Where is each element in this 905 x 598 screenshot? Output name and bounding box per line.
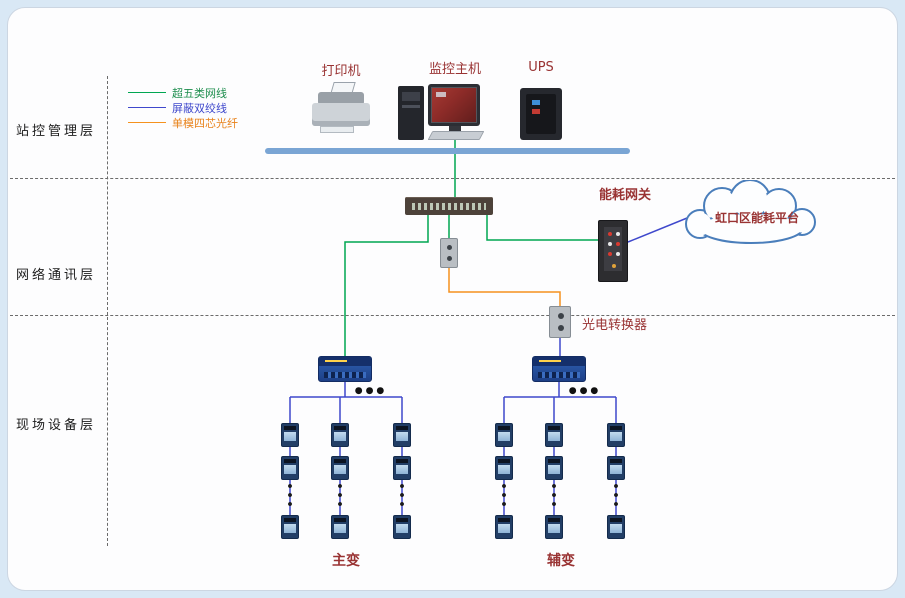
host-tower <box>398 86 424 140</box>
power-meter <box>331 423 349 447</box>
more-devices-dots <box>502 484 506 510</box>
host-monitor <box>428 84 480 126</box>
wire-switch-to-gateway <box>486 215 598 241</box>
more-devices-dots <box>400 484 404 510</box>
power-meter <box>393 515 411 539</box>
power-meter <box>495 456 513 480</box>
power-meter <box>607 456 625 480</box>
ups-label: UPS <box>528 60 554 75</box>
layer-label-station: 站控管理层 <box>16 124 97 139</box>
network-switch <box>405 197 493 215</box>
legend-fiber-label: 单模四芯光纤 <box>172 117 238 130</box>
more-columns-dots-left: ●●● <box>354 386 388 396</box>
power-meter <box>393 423 411 447</box>
cloud-platform-label: 虹口区能耗平台 <box>714 211 799 225</box>
legend-stp-swatch <box>128 107 166 108</box>
more-devices-dots <box>338 484 342 510</box>
power-meter <box>545 456 563 480</box>
legend-cat5e-swatch <box>128 92 166 93</box>
power-meter <box>495 515 513 539</box>
gateway-leds <box>608 232 612 236</box>
legend-fiber-swatch <box>128 122 166 123</box>
wire-switch-to-left-collector <box>344 215 429 356</box>
layer-label-network: 网络通讯层 <box>16 268 97 283</box>
ups-device <box>520 88 562 140</box>
wire-gateway-to-cloud <box>627 215 693 243</box>
gateway-device <box>598 220 628 282</box>
power-meter <box>331 456 349 480</box>
optical-converter-label: 光电转换器 <box>582 318 648 333</box>
separator-station-network <box>10 178 895 179</box>
printer-label: 打印机 <box>321 64 361 79</box>
wire-right-collector-fanout <box>503 382 617 528</box>
serial-collector-right-tag <box>539 360 561 362</box>
printer-device <box>312 82 370 134</box>
power-meter <box>393 456 411 480</box>
aux-transformer-label: 辅变 <box>547 553 575 569</box>
printer-output-tray <box>320 126 354 133</box>
host-label: 监控主机 <box>428 62 481 77</box>
legend-stp-label: 屏蔽双绞线 <box>172 102 227 115</box>
optical-converter-device <box>549 306 571 338</box>
host-monitor-stand <box>449 126 461 131</box>
separator-network-field <box>10 315 895 316</box>
wire-converter-to-optical <box>448 268 561 306</box>
power-meter <box>545 423 563 447</box>
layer-axis-line <box>107 76 108 546</box>
gateway-label: 能耗网关 <box>598 188 651 203</box>
serial-collector-left-tag <box>325 360 347 362</box>
cloud-shape <box>685 180 816 244</box>
power-meter <box>545 515 563 539</box>
ethernet-bus <box>265 148 630 154</box>
legend-cat5e-label: 超五类网线 <box>172 87 227 100</box>
more-devices-dots <box>614 484 618 510</box>
more-devices-dots <box>552 484 556 510</box>
layer-label-field: 现场设备层 <box>16 418 97 433</box>
main-transformer-label: 主变 <box>332 553 360 569</box>
power-meter <box>331 515 349 539</box>
power-meter <box>281 515 299 539</box>
host-monitor-screen <box>431 87 477 123</box>
media-converter <box>440 238 458 268</box>
power-meter <box>281 423 299 447</box>
printer-body <box>312 103 370 126</box>
host-keyboard <box>427 131 485 140</box>
wire-left-collector-fanout <box>289 382 403 528</box>
power-meter <box>281 456 299 480</box>
serial-collector-left <box>318 356 372 382</box>
serial-collector-right <box>532 356 586 382</box>
power-meter <box>607 423 625 447</box>
more-columns-dots-right: ●●● <box>568 386 602 396</box>
printer-top <box>318 92 364 105</box>
power-meter <box>607 515 625 539</box>
power-meter <box>495 423 513 447</box>
more-devices-dots <box>288 484 292 510</box>
